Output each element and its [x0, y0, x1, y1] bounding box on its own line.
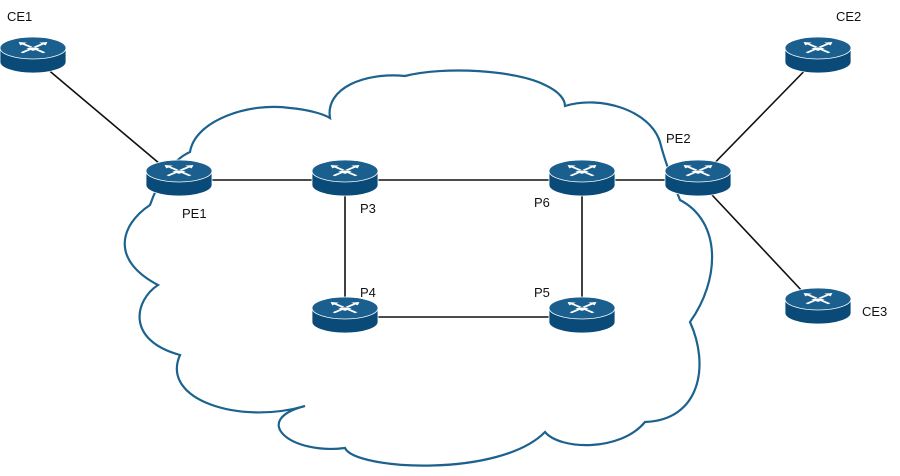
router-icon-ce3[interactable]: [784, 287, 852, 325]
router-label-ce1: CE1: [7, 9, 33, 24]
router-icon-p5[interactable]: [548, 296, 616, 334]
router-icon-p6[interactable]: [548, 159, 616, 197]
routers-layer: [0, 36, 852, 334]
router-label-ce3: CE3: [862, 304, 888, 319]
router-label-p4: P4: [360, 285, 376, 300]
link-ce1-pe1: [32, 56, 180, 181]
router-label-pe1: PE1: [182, 206, 207, 221]
link-pe2-ce2: [697, 56, 819, 181]
router-icon-pe2[interactable]: [664, 159, 732, 197]
router-icon-ce2[interactable]: [784, 36, 852, 74]
provider-cloud: [123, 69, 714, 467]
router-icon-pe1[interactable]: [145, 159, 213, 197]
link-pe2-ce3: [697, 179, 819, 309]
router-label-p6: P6: [534, 195, 550, 210]
router-icon-p3[interactable]: [311, 159, 379, 197]
router-icon-ce1[interactable]: [0, 36, 67, 74]
router-icon-p4[interactable]: [311, 296, 379, 334]
router-label-pe2: PE2: [666, 131, 691, 146]
router-label-ce2: CE2: [836, 9, 862, 24]
router-label-p3: P3: [360, 201, 376, 216]
router-label-p5: P5: [534, 285, 550, 300]
